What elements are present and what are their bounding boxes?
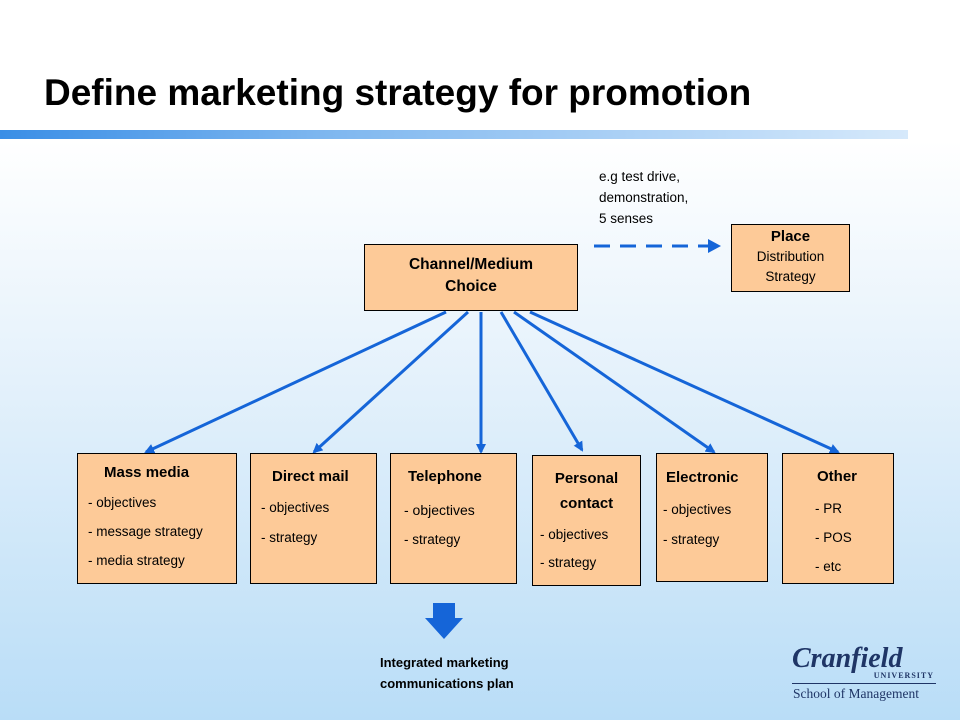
personal-contact-box: Personal contact - objectives - strategy [532, 455, 641, 586]
list-item: - media strategy [88, 553, 185, 568]
place-box: Place Distribution Strategy [731, 224, 850, 292]
plan-line: communications plan [380, 676, 514, 691]
box-items: - objectives - strategy [540, 520, 640, 576]
list-item: - strategy [404, 532, 461, 547]
arrow-to-personal-contact [499, 311, 584, 452]
box-items: - objectives - strategy [663, 495, 767, 555]
logo-wordmark: Cranfield [792, 643, 903, 674]
list-item: - PR [815, 501, 842, 516]
box-title: Direct mail [272, 468, 349, 485]
direct-mail-box: Direct mail - objectives - strategy [250, 453, 377, 584]
arrow-to-other [529, 310, 840, 454]
other-box: Other - PR - POS - etc [782, 453, 894, 584]
box-title: contact [559, 495, 614, 512]
arrow-to-direct-mail [312, 310, 470, 454]
box-title: Electronic [666, 469, 739, 486]
box-title: Personal [554, 470, 619, 487]
channel-medium-box: Channel/Medium Choice [364, 244, 578, 311]
box-items: - objectives - message strategy - media … [88, 488, 236, 575]
list-item: - strategy [540, 555, 597, 570]
list-item: - etc [815, 559, 842, 574]
cranfield-logo: Cranfield UNIVERSITY School of Managemen… [790, 644, 940, 708]
logo-university: UNIVERSITY [873, 671, 934, 680]
arrow-to-mass-media [144, 310, 447, 454]
channel-line: Channel/Medium [408, 256, 533, 273]
list-item: - objectives [404, 502, 475, 518]
list-item: - strategy [261, 530, 318, 545]
list-item: - strategy [663, 532, 720, 547]
box-title: Mass media [104, 464, 190, 481]
mass-media-box: Mass media - objectives - message strate… [77, 453, 237, 584]
slide-title: Define marketing strategy for promotion [44, 72, 752, 113]
place-line: Strategy [765, 269, 816, 284]
electronic-box: Electronic - objectives - strategy [656, 453, 768, 582]
note-line: e.g test drive, [599, 169, 681, 184]
integrated-plan-label: Integrated marketing communications plan [380, 652, 514, 694]
place-line: Distribution [756, 249, 825, 264]
box-items: - objectives - strategy [404, 495, 516, 555]
note-line: demonstration, [599, 190, 689, 205]
list-item: - objectives [663, 502, 732, 517]
down-arrow-icon [425, 603, 463, 639]
list-item: - objectives [261, 500, 330, 515]
list-item: - objectives [540, 527, 609, 542]
note-line: 5 senses [599, 211, 654, 226]
list-item: - POS [815, 530, 852, 545]
title-underline-bar [0, 130, 908, 139]
box-title: Telephone [408, 468, 482, 485]
box-items: - PR - POS - etc [815, 494, 893, 581]
place-title: Place [770, 228, 811, 245]
plan-line: Integrated marketing [380, 655, 509, 670]
logo-divider [792, 683, 936, 684]
box-items: - objectives - strategy [261, 493, 376, 553]
telephone-box: Telephone - objectives - strategy [390, 453, 517, 584]
list-item: - objectives [88, 495, 157, 510]
list-item: - message strategy [88, 524, 203, 539]
dashed-arrow-head [708, 239, 721, 253]
box-title: Other [817, 468, 858, 485]
channel-line: Choice [445, 278, 497, 295]
note-text: e.g test drive, demonstration, 5 senses [599, 166, 688, 229]
arrow-to-electronic [513, 310, 716, 454]
logo-school: School of Management [793, 686, 919, 701]
